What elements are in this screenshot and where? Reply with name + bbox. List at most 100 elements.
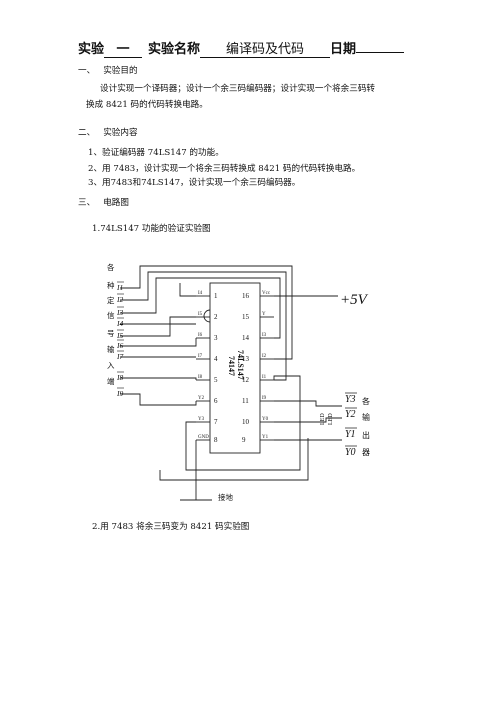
- pin-12: 12: [242, 376, 250, 384]
- input-labels: I1 I2 I3 I4 I5 I6 I7 I8 I9: [116, 283, 123, 398]
- pin-16: 16: [242, 292, 250, 300]
- pin-name-1: I4: [198, 291, 203, 296]
- pin-15: 15: [242, 313, 250, 321]
- right-char-2: 输: [362, 412, 370, 422]
- section-1-line-2: 换成 8421 码的代码转换电路。: [86, 100, 208, 110]
- input-label-i3: I3: [116, 308, 123, 317]
- input-label-i5: I5: [116, 331, 123, 340]
- section-3-title: 电路图: [103, 198, 129, 208]
- pin-name-10: Y0: [262, 417, 269, 422]
- chip-label: 74147 74LS147: [227, 350, 245, 380]
- section-3-heading: 三、电路图: [78, 196, 129, 208]
- input-label-i9: I9: [116, 389, 123, 398]
- pin-name-2: I5: [198, 312, 203, 317]
- pin-names-top: Vcc Y I3 I2 I1 I9 Y0 Y1: [262, 291, 271, 440]
- ground-label: 接地: [218, 492, 233, 502]
- input-label-overbars: [117, 281, 124, 389]
- pin-13: 13: [242, 355, 250, 363]
- section-1-number: 一、: [78, 66, 96, 76]
- left-char-7: 入: [107, 361, 115, 370]
- left-label-chars: 各 种 定 信 号 输 入 端: [107, 262, 115, 386]
- section-3-number: 三、: [78, 198, 96, 208]
- pin-14: 14: [242, 334, 250, 342]
- input-label-i8: I8: [116, 373, 123, 382]
- left-char-1: 各: [107, 262, 115, 272]
- left-pin-stubs: [196, 295, 210, 441]
- pin-10: 10: [242, 418, 250, 426]
- led-label-2: LED: [320, 413, 326, 425]
- input-label-i4: I4: [116, 319, 123, 328]
- section-2-heading: 二、实验内容: [78, 126, 138, 138]
- left-char-3: 定: [107, 295, 115, 305]
- pin-2: 2: [214, 313, 218, 321]
- output-label-y2: Y2: [345, 409, 356, 420]
- figure-2-caption: 2.用 7483 将余三码变为 8421 码实验图: [92, 522, 250, 532]
- pin-numbers-top: 16 15 14 13 12 11 10 9: [242, 292, 250, 444]
- input-label-i6: I6: [116, 341, 123, 350]
- left-char-2: 种: [107, 280, 115, 290]
- title-date-label: 日期: [330, 42, 357, 57]
- output-label-y3: Y3: [345, 394, 356, 405]
- section-2-item-1: 1、验证编码器 74LS147 的功能。: [88, 148, 224, 158]
- pin-name-11: I9: [262, 396, 267, 401]
- section-2-item-3: 3、用7483和74LS147，设计实现一个余三码编码器。: [88, 178, 301, 188]
- pin-name-12: I1: [262, 375, 267, 380]
- section-2-item-2: 2、用 7483，设计实现一个将余三码转换成 8421 码的代码转换电路。: [88, 164, 361, 174]
- pin-1: 1: [214, 292, 218, 300]
- power-label: +5V: [340, 292, 369, 308]
- input-label-i2: I2: [116, 295, 123, 304]
- pin-7: 7: [214, 418, 218, 426]
- left-char-8: 端: [107, 376, 115, 386]
- right-char-4: 器: [362, 448, 370, 457]
- output-label-overbars: [345, 392, 357, 447]
- pin-4: 4: [214, 355, 218, 363]
- output-labels: Y3 Y2 Y1 Y0: [345, 394, 356, 458]
- chip-label-74ls147: 74LS147: [236, 350, 245, 380]
- chip-74ls147-body: [209, 282, 261, 454]
- title-name-label: 实验名称: [148, 42, 201, 57]
- chip-notch: [203, 309, 211, 323]
- pin-name-7: Y3: [198, 417, 205, 422]
- pin-numbers-bottom: 1 2 3 4 5 6 7 8: [214, 292, 218, 444]
- left-char-5: 号: [107, 329, 115, 338]
- pin-name-vcc: Vcc: [262, 291, 271, 296]
- led-label-1: LED: [328, 413, 334, 425]
- right-label-chars: 各 输 出 器: [362, 396, 370, 457]
- pin-name-9: Y1: [262, 435, 269, 440]
- pin-11: 11: [242, 397, 249, 405]
- pin-name-3: I6: [198, 333, 203, 338]
- pin-name-4: I7: [198, 354, 203, 359]
- section-1-heading: 一、实验目的: [78, 64, 138, 76]
- pin-6: 6: [214, 397, 218, 405]
- pin-name-5: I8: [198, 375, 203, 380]
- title-lab-number: 一: [104, 38, 143, 58]
- pin-5: 5: [214, 376, 218, 384]
- pin-name-15: Y: [262, 312, 266, 317]
- title-lab: 实验: [78, 42, 105, 57]
- figure-1-caption: 1.74LS147 功能的验证实验图: [92, 224, 211, 234]
- right-pin-stubs: [260, 295, 274, 441]
- title-name-value: 编译码及代码: [200, 38, 331, 58]
- section-1-line-1: 设计实现一个译码器；设计一个余三码编码器；设计实现一个将余三码转: [100, 84, 376, 94]
- pin-name-8: GND: [198, 435, 209, 440]
- input-label-i1: I1: [116, 283, 123, 292]
- left-char-6: 输: [107, 344, 115, 354]
- pin-name-6: Y2: [198, 396, 205, 401]
- pin-names-bottom: I4 I5 I6 I7 I8 Y2 Y3 GND: [198, 291, 209, 440]
- right-char-3: 出: [362, 430, 370, 440]
- right-char-1: 各: [362, 396, 370, 406]
- led-labels: LED LED: [320, 413, 334, 425]
- page-title: 实验一实验名称编译码及代码日期: [78, 38, 405, 58]
- section-1-title: 实验目的: [103, 66, 138, 76]
- pin-9: 9: [242, 436, 246, 444]
- pin-name-13: I2: [262, 354, 267, 359]
- pin-8: 8: [214, 436, 218, 444]
- pin-name-14: I3: [262, 333, 267, 338]
- output-label-y0: Y0: [345, 447, 356, 458]
- left-char-4: 信: [107, 310, 115, 320]
- section-2-number: 二、: [78, 128, 96, 138]
- input-label-i7: I7: [116, 352, 123, 361]
- input-wires: [120, 265, 293, 406]
- output-label-y1: Y1: [345, 429, 356, 440]
